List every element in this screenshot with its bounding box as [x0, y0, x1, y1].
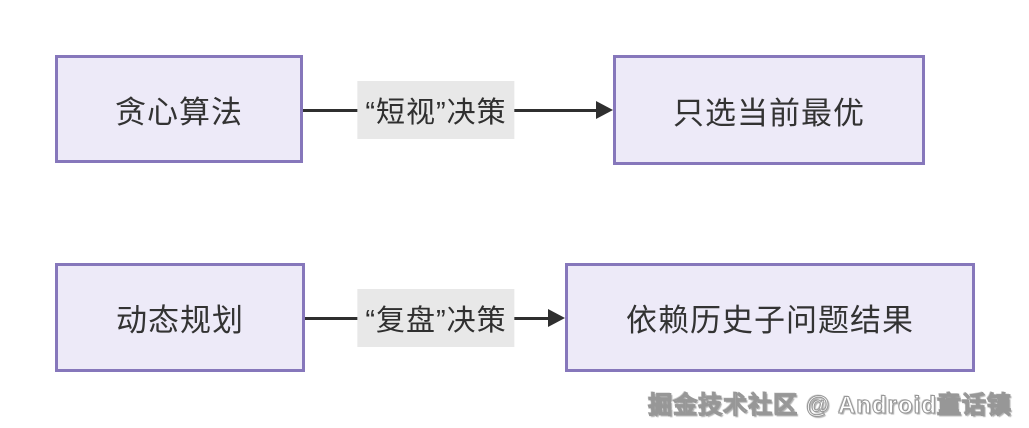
edge-label-short-sighted-decision: “短视”决策 [357, 81, 515, 139]
node-historical-subproblem-results: 依赖历史子问题结果 [565, 263, 975, 372]
node-current-optimal: 只选当前最优 [613, 55, 925, 165]
arrowhead-right-icon [596, 101, 613, 119]
node-dynamic-programming: 动态规划 [55, 263, 305, 372]
watermark: 掘金技术社区 @ Android童话镇 [648, 392, 1012, 420]
edge-label-review-decision: “复盘”决策 [357, 289, 515, 347]
arrowhead-right-icon [548, 309, 565, 327]
node-greedy-algorithm: 贪心算法 [55, 55, 303, 163]
